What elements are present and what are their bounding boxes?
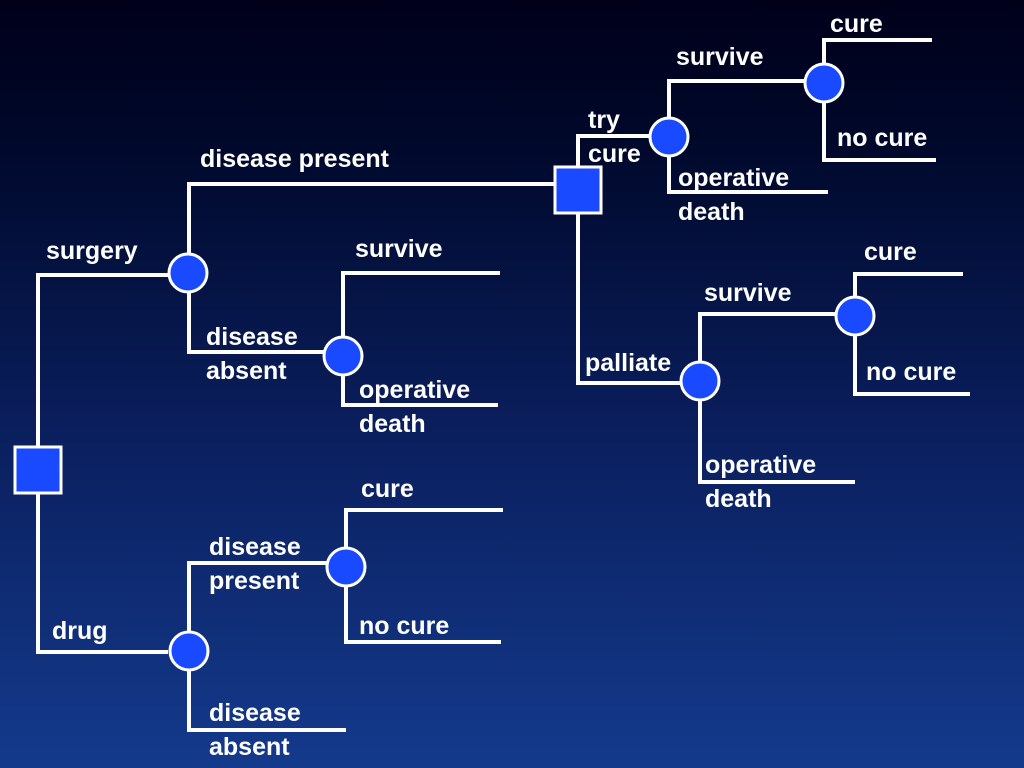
label-surgery: surgery [46,234,138,268]
branch-line [341,271,500,337]
label-palliate-operative-death: operative death [705,448,816,516]
label-line: absent [209,733,290,761]
label-line: disease [206,323,298,351]
label-line: present [209,567,300,595]
chance-node-surgery-disease-absent [322,335,364,377]
label-line: death [359,410,426,438]
label-line: no cure [866,358,957,386]
branch-line [341,376,498,407]
label-line: cure [361,475,414,503]
branch-line [344,586,501,644]
decision-node-root-decision [13,445,63,495]
branch-line [698,400,855,484]
label-try-cure-cure: cure [830,7,883,41]
branch-line [853,272,963,298]
label-line: drug [52,617,108,645]
label-line: cure [830,10,883,38]
branch-line [187,182,555,253]
label-try-cure-survive: survive [676,40,764,74]
label-line: no cure [837,124,928,152]
tree-nodes [13,62,876,672]
branch-line [698,312,837,363]
chance-node-surgery [167,252,209,294]
label-line: operative [678,164,790,192]
label-line: death [678,198,745,226]
chance-node-try-cure [648,116,690,158]
label-drug: drug [52,614,108,648]
branch-line [187,293,324,354]
label-palliate-cure: cure [864,235,917,269]
label-drug-disease-present: disease present [209,530,301,598]
label-line: disease [209,533,301,561]
chance-node-palliate-survive [834,295,876,337]
branch-line [576,134,651,167]
label-line: no cure [359,612,450,640]
label-try-cure: try cure [588,103,641,171]
decision-node-disease-present-decision [553,165,603,215]
label-line: cure [588,140,641,168]
label-line: try [588,106,620,134]
label-palliate-survive: survive [704,276,792,310]
label-try-cure-no-cure: no cure [837,121,927,155]
label-drug-no-cure: no cure [359,609,449,643]
label-line: survive [355,235,443,263]
label-line: survive [704,279,792,307]
label-drug-disease-absent: disease absent [209,696,301,764]
label-line: palliate [585,349,672,377]
branch-line [187,670,346,732]
label-try-cure-operative-death: operative death [678,161,789,229]
branch-line [667,79,805,119]
label-drug-cure: cure [361,472,414,506]
branch-line [822,101,936,162]
chance-node-drug-disease-present [325,546,367,588]
branch-line [36,273,168,446]
label-line: disease present [200,145,389,173]
label-palliate-no-cure: no cure [866,355,956,389]
label-line: operative [705,451,817,479]
branch-line [187,561,327,632]
branch-line [853,335,970,396]
branch-line [822,38,932,64]
label-line: surgery [46,237,138,265]
label-surgery-disease-present: disease present [200,142,389,176]
label-line: absent [206,357,287,385]
chance-node-palliate [679,360,721,402]
label-surgery-disease-absent: disease absent [206,320,298,388]
chance-node-drug [168,630,210,672]
branch-line [576,214,683,385]
branch-line [344,508,503,548]
label-absent-survive: survive [355,232,443,266]
chance-node-try-cure-survive [803,62,845,104]
label-line: cure [864,238,917,266]
label-line: death [705,485,772,513]
branch-line [36,494,168,654]
branch-line [667,156,828,194]
label-line: operative [359,376,471,404]
label-absent-operative-death: operative death [359,373,470,441]
label-palliate: palliate [585,346,671,380]
label-line: disease [209,699,301,727]
tree-branches [36,38,970,732]
label-line: survive [676,43,764,71]
